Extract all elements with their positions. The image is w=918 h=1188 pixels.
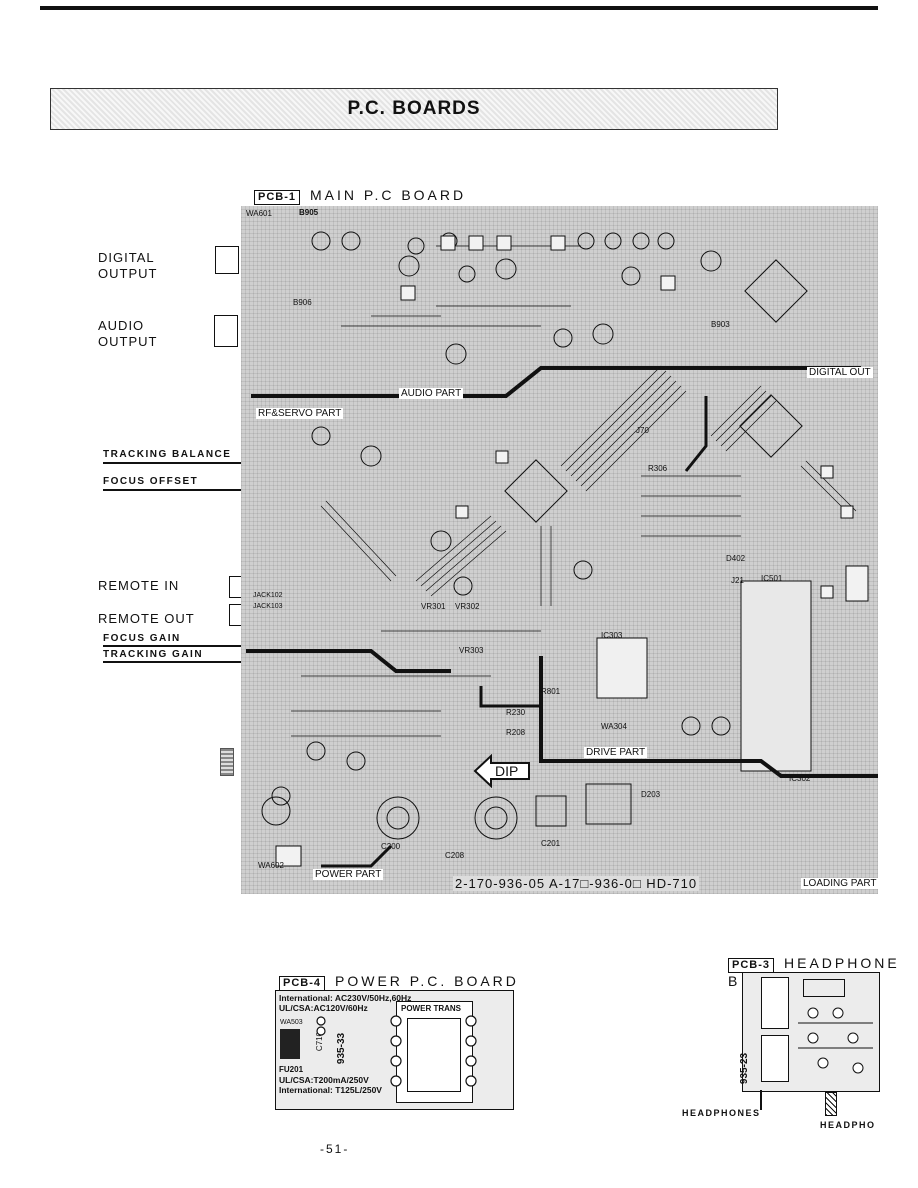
- page-number: -51-: [320, 1142, 350, 1156]
- power-pcb-pads: [316, 1015, 477, 1087]
- power-pcb-image: International: AC230V/50Hz,60Hz UL/CSA:A…: [275, 990, 514, 1110]
- pcb-component-label: D203: [641, 790, 661, 799]
- focus-offset-label: FOCUS OFFSET: [103, 476, 199, 487]
- headphone-jack-icon: [825, 1092, 837, 1116]
- headphone-pcb-traces: [798, 1007, 873, 1074]
- digital-out-label: DIGITAL OUT: [807, 367, 873, 378]
- audio-output-jack: [214, 315, 238, 347]
- pcb-component-label: VR301: [421, 602, 446, 611]
- power-spec-top: International: AC230V/50Hz,60Hz UL/CSA:A…: [279, 993, 412, 1013]
- focus-gain-leader: [103, 645, 243, 647]
- pcb-component-label: D402: [726, 554, 746, 563]
- page-title: P.C. BOARDS: [347, 98, 481, 119]
- tracking-gain-leader: [103, 661, 243, 663]
- pcb-component-label: R306: [648, 464, 668, 473]
- pcb-component-label: B906: [293, 298, 312, 307]
- power-fuse-label: FU201: [279, 1065, 304, 1074]
- pcb-component-label: C200: [381, 842, 401, 851]
- audio-part-label: AUDIO PART: [399, 388, 464, 399]
- headphones-leader: [760, 1090, 762, 1110]
- headphone-jack-outline: [761, 977, 789, 1029]
- pcb-component-label: WA503: [280, 1019, 303, 1026]
- power-part-label: POWER PART: [313, 869, 384, 880]
- loading-part-label: LOADING PART: [801, 878, 879, 889]
- main-pcb-traces: [246, 231, 878, 868]
- headphones-label: HEADPHONES: [682, 1108, 761, 1118]
- digital-output-jack: [215, 246, 239, 274]
- pcb-component-label: VR303: [459, 646, 484, 655]
- power-connector: [280, 1029, 300, 1059]
- headphone-jack-outline-2: [761, 1035, 789, 1082]
- pcb-component-label: WA602: [258, 861, 284, 870]
- dip-label: DIP: [495, 763, 519, 779]
- section-banner: P.C. BOARDS: [50, 88, 778, 130]
- main-board-title: MAIN P.C BOARD: [310, 187, 467, 203]
- power-spec-fuse: UL/CSA:T200mA/250V International: T125L/…: [279, 1075, 382, 1095]
- dip-arrow-icon: DIP: [473, 753, 531, 789]
- side-connector: [220, 748, 234, 776]
- power-trans-outline: POWER TRANS: [396, 1001, 473, 1103]
- power-trans-core: [407, 1018, 461, 1092]
- pcb-component-label: WA601: [246, 209, 272, 218]
- pcb-component-label: C201: [541, 839, 561, 848]
- top-rule: [40, 6, 878, 10]
- main-board-heading: PCB-1 MAIN P.C BOARD: [254, 187, 466, 205]
- pcb-component-label: R801: [541, 687, 561, 696]
- remote-in-label: REMOTE IN: [98, 578, 180, 593]
- tracking-balance-leader: [103, 462, 251, 464]
- pcb-component-label: IC501: [761, 574, 783, 583]
- pcb-component-label: B905: [299, 208, 319, 217]
- pcb-component-label: J21: [731, 576, 744, 585]
- main-board-tag: PCB-1: [254, 190, 301, 205]
- tracking-gain-label: TRACKING GAIN: [103, 649, 204, 660]
- main-pcb-image: WA601 B905 AUDIO PART RF&SERVO PART DRIV…: [241, 206, 879, 894]
- pcb-component-label: IC302: [789, 774, 811, 783]
- pcb-component-label: IC303: [601, 631, 623, 640]
- power-board-heading: PCB-4 POWER P.C. BOARD: [279, 973, 519, 991]
- headphone-pcb-image: 935-23: [739, 972, 880, 1092]
- pcb-component-label: WA304: [601, 722, 627, 731]
- power-board-title: POWER P.C. BOARD: [335, 973, 519, 989]
- focus-offset-leader: [103, 489, 253, 491]
- power-trans-label: POWER TRANS: [401, 1004, 461, 1013]
- headphone-board-title: HEADPHONE B: [728, 955, 900, 989]
- pcb-component-label: B903: [711, 320, 730, 329]
- pcb-component-label: JACK102: [253, 592, 283, 599]
- capacitor-row: [271, 231, 731, 806]
- rf-servo-part-label: RF&SERVO PART: [256, 408, 344, 419]
- pcb-component-label: VR302: [455, 602, 480, 611]
- digital-output-label: DIGITAL OUTPUT: [98, 250, 158, 281]
- focus-gain-label: FOCUS GAIN: [103, 633, 181, 644]
- pcb-component-label: JACK103: [253, 603, 283, 610]
- headpho-label: HEADPHO: [820, 1120, 876, 1130]
- drive-part-label: DRIVE PART: [584, 747, 648, 758]
- tracking-balance-label: TRACKING BALANCE: [103, 449, 232, 460]
- remote-out-label: REMOTE OUT: [98, 611, 195, 626]
- headphone-ic: [803, 979, 845, 997]
- board-code: 2-170-936-05 A-17□-936-0□ HD-710: [453, 876, 700, 891]
- pcb-component-label: R230: [506, 708, 526, 717]
- pcb-component-label: J70: [636, 426, 649, 435]
- audio-output-label: AUDIO OUTPUT: [98, 318, 158, 349]
- headphone-board-tag: PCB-3: [728, 958, 775, 973]
- power-board-tag: PCB-4: [279, 976, 326, 991]
- pcb-component-label: C208: [445, 851, 465, 860]
- pcb-component-label: R208: [506, 728, 526, 737]
